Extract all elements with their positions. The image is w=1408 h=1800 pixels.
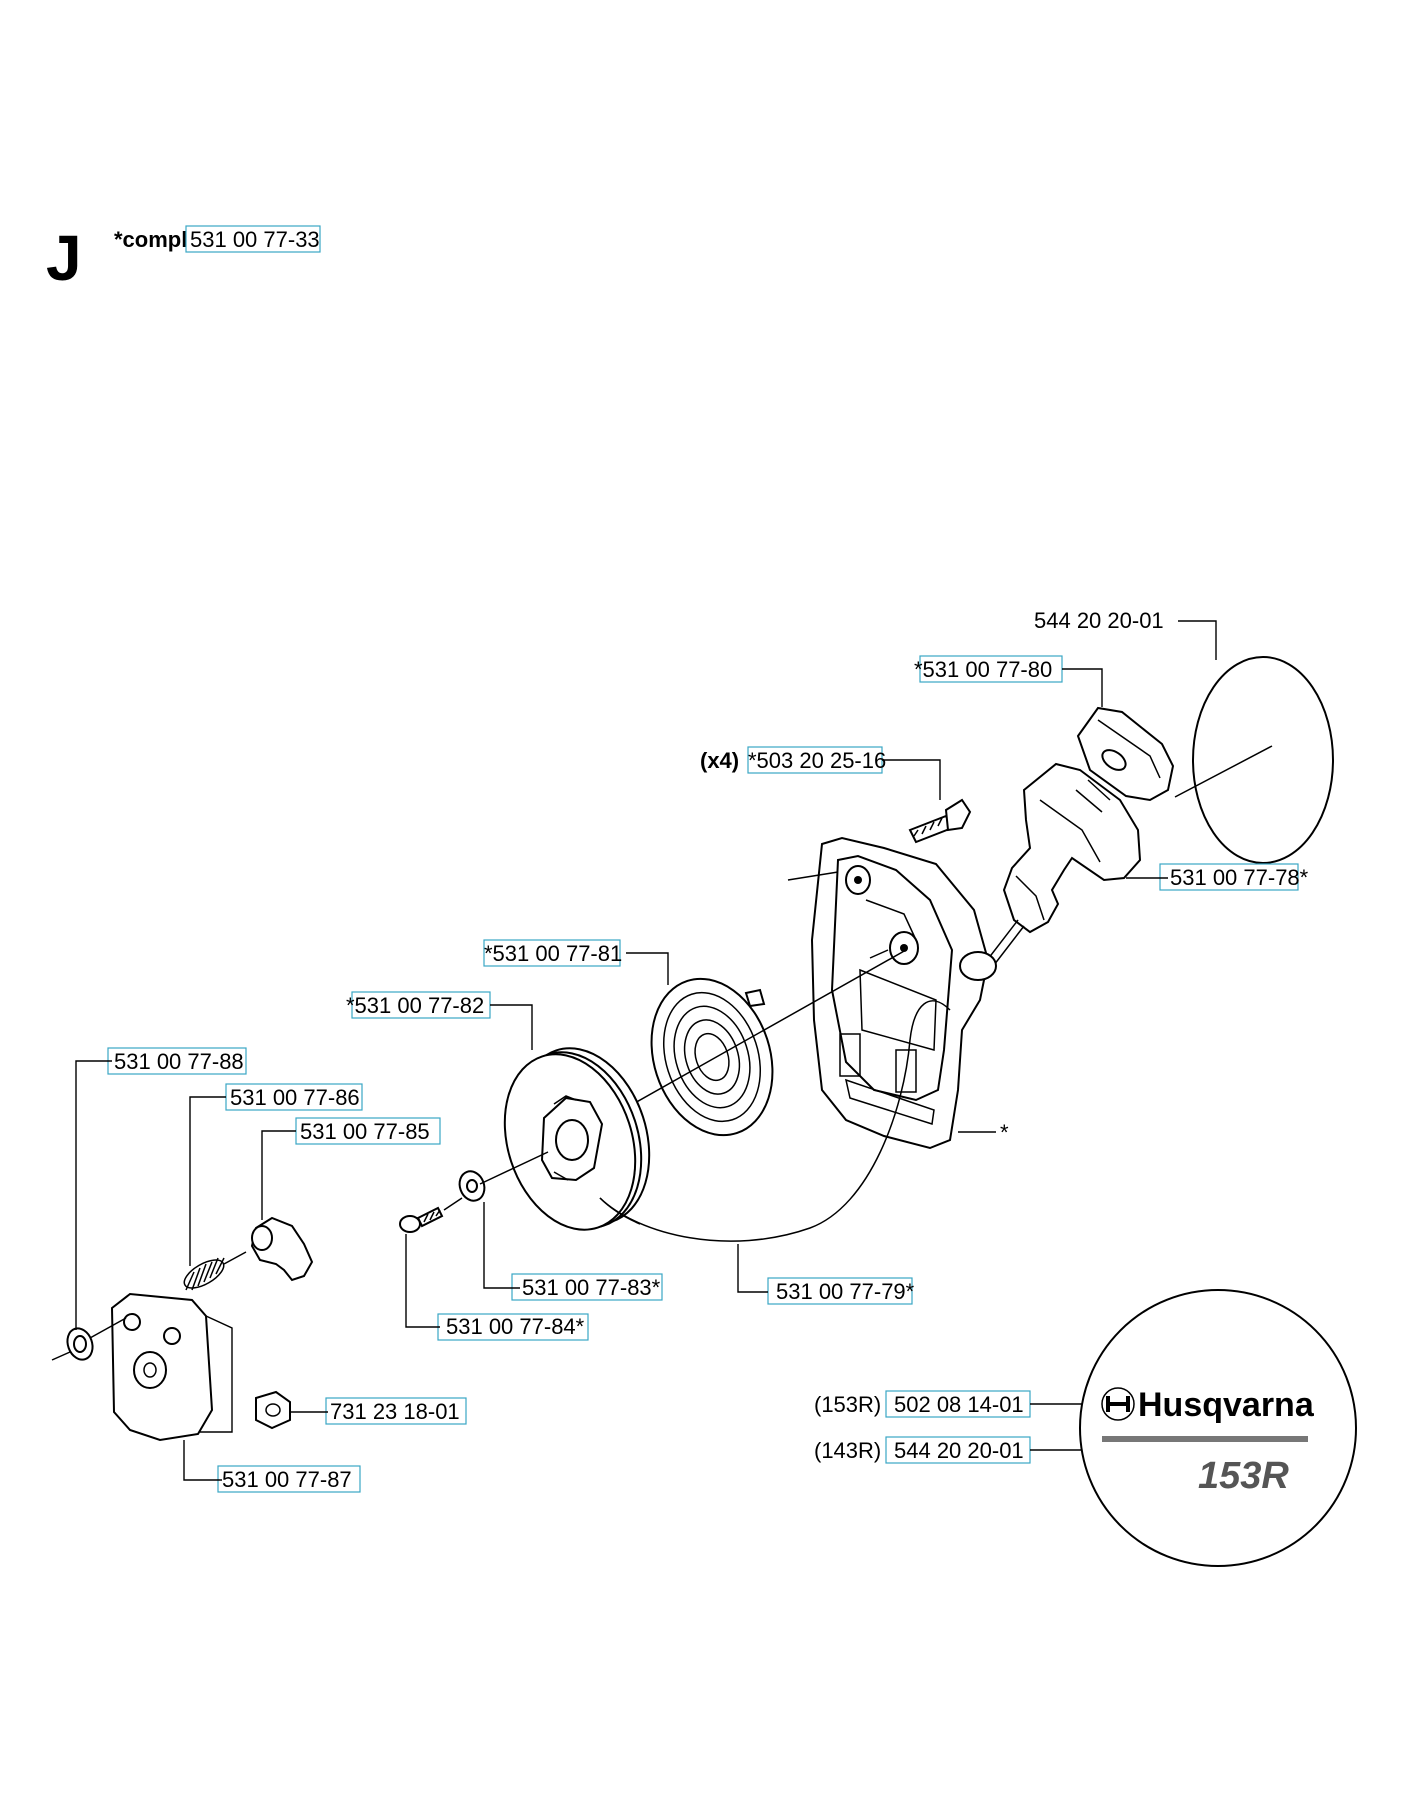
label-screw-qty: (x4): [700, 748, 739, 773]
decal-model: 153R: [1198, 1455, 1289, 1497]
decal-153r: Husqvarna 153R: [1079, 1289, 1357, 1567]
pawl: [250, 1216, 314, 1282]
label-cord[interactable]: 531 00 77-79*: [776, 1279, 915, 1304]
recoil-spring: [650, 977, 774, 1137]
label-decal-143r[interactable]: 544 20 20-01: [894, 1438, 1024, 1463]
label-small-screw[interactable]: 531 00 77-84*: [446, 1314, 585, 1339]
starter-housing: [810, 836, 997, 1150]
label-decal-top[interactable]: 544 20 20-01: [1034, 608, 1164, 633]
housing-screw: [908, 798, 972, 844]
section-letter: J: [46, 222, 82, 294]
label-nut[interactable]: 731 23 18-01: [330, 1399, 460, 1424]
cover-plate: [110, 1292, 214, 1442]
decal-disc: [1192, 656, 1334, 864]
washer-ring: [66, 1327, 94, 1361]
hex-nut: [255, 1390, 291, 1430]
starter-cord: [599, 1000, 951, 1242]
label-decal-153r[interactable]: 502 08 14-01: [894, 1392, 1024, 1417]
compl-prefix: *compl: [114, 227, 187, 252]
decal-brand: Husqvarna: [1138, 1386, 1315, 1424]
label-pawl[interactable]: 531 00 77-85: [300, 1119, 430, 1144]
husqvarna-logo-icon: [1101, 1387, 1135, 1421]
label-handle-insert[interactable]: *531 00 77-80: [914, 657, 1052, 682]
label-cover[interactable]: 531 00 77-87: [222, 1467, 352, 1492]
handle-insert: [1076, 706, 1175, 802]
label-handle[interactable]: 531 00 77-78*: [1170, 865, 1309, 890]
rope-pulley: [503, 1047, 651, 1231]
label-screw[interactable]: *503 20 25-16: [748, 748, 886, 773]
label-spring[interactable]: *531 00 77-81: [484, 941, 622, 966]
label-housing[interactable]: *: [1000, 1120, 1009, 1145]
label-washer-ring[interactable]: 531 00 77-88: [114, 1049, 244, 1074]
label-decal-153r-prefix: (153R): [814, 1392, 881, 1417]
label-washer[interactable]: 531 00 77-83*: [522, 1275, 661, 1300]
label-small-spring[interactable]: 531 00 77-86: [230, 1085, 360, 1110]
compl-part-number[interactable]: 531 00 77-33: [190, 227, 320, 252]
starter-handle: [1002, 762, 1142, 934]
label-pulley[interactable]: *531 00 77-82: [346, 993, 484, 1018]
label-decal-143r-prefix: (143R): [814, 1438, 881, 1463]
pawl-spring: [183, 1257, 225, 1291]
pulley-screw: [399, 1206, 444, 1233]
